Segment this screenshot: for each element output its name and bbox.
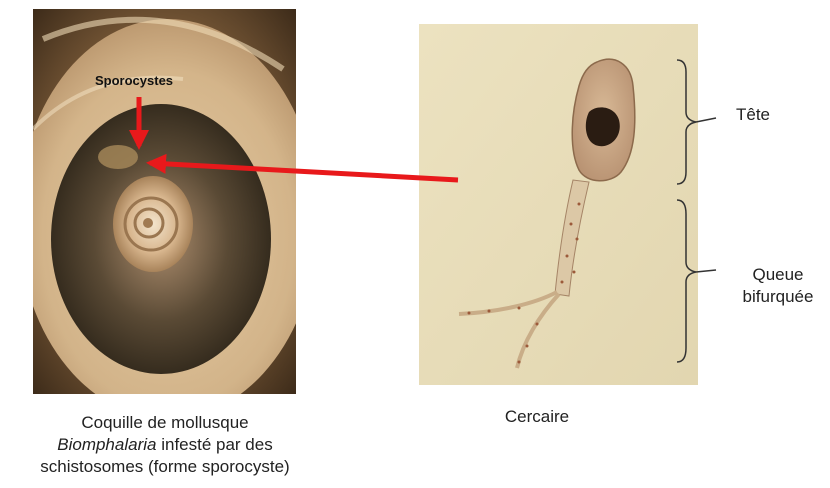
shell-caption-line2: Biomphalaria infesté par des bbox=[0, 434, 330, 456]
head-bracket bbox=[677, 60, 696, 184]
tail-bracket bbox=[677, 200, 696, 362]
tail-label: Queue bifurquée bbox=[733, 264, 823, 308]
head-pointer-line bbox=[696, 118, 716, 122]
tail-label-line2: bifurquée bbox=[733, 286, 823, 308]
tail-pointer-line bbox=[696, 270, 716, 272]
head-label: Tête bbox=[736, 104, 770, 126]
shell-caption: Coquille de mollusque Biomphalaria infes… bbox=[0, 412, 330, 478]
shell-caption-line1: Coquille de mollusque bbox=[0, 412, 330, 434]
sporocystes-label: Sporocystes bbox=[95, 73, 173, 88]
cercaria-caption: Cercaire bbox=[467, 406, 607, 428]
shell-caption-line2-rest: infesté par des bbox=[156, 435, 272, 454]
shell-caption-genus: Biomphalaria bbox=[57, 435, 156, 454]
cercaria-to-shell-arrow bbox=[150, 163, 458, 180]
shell-caption-line3: schistosomes (forme sporocyste) bbox=[0, 456, 330, 478]
tail-label-line1: Queue bbox=[733, 264, 823, 286]
